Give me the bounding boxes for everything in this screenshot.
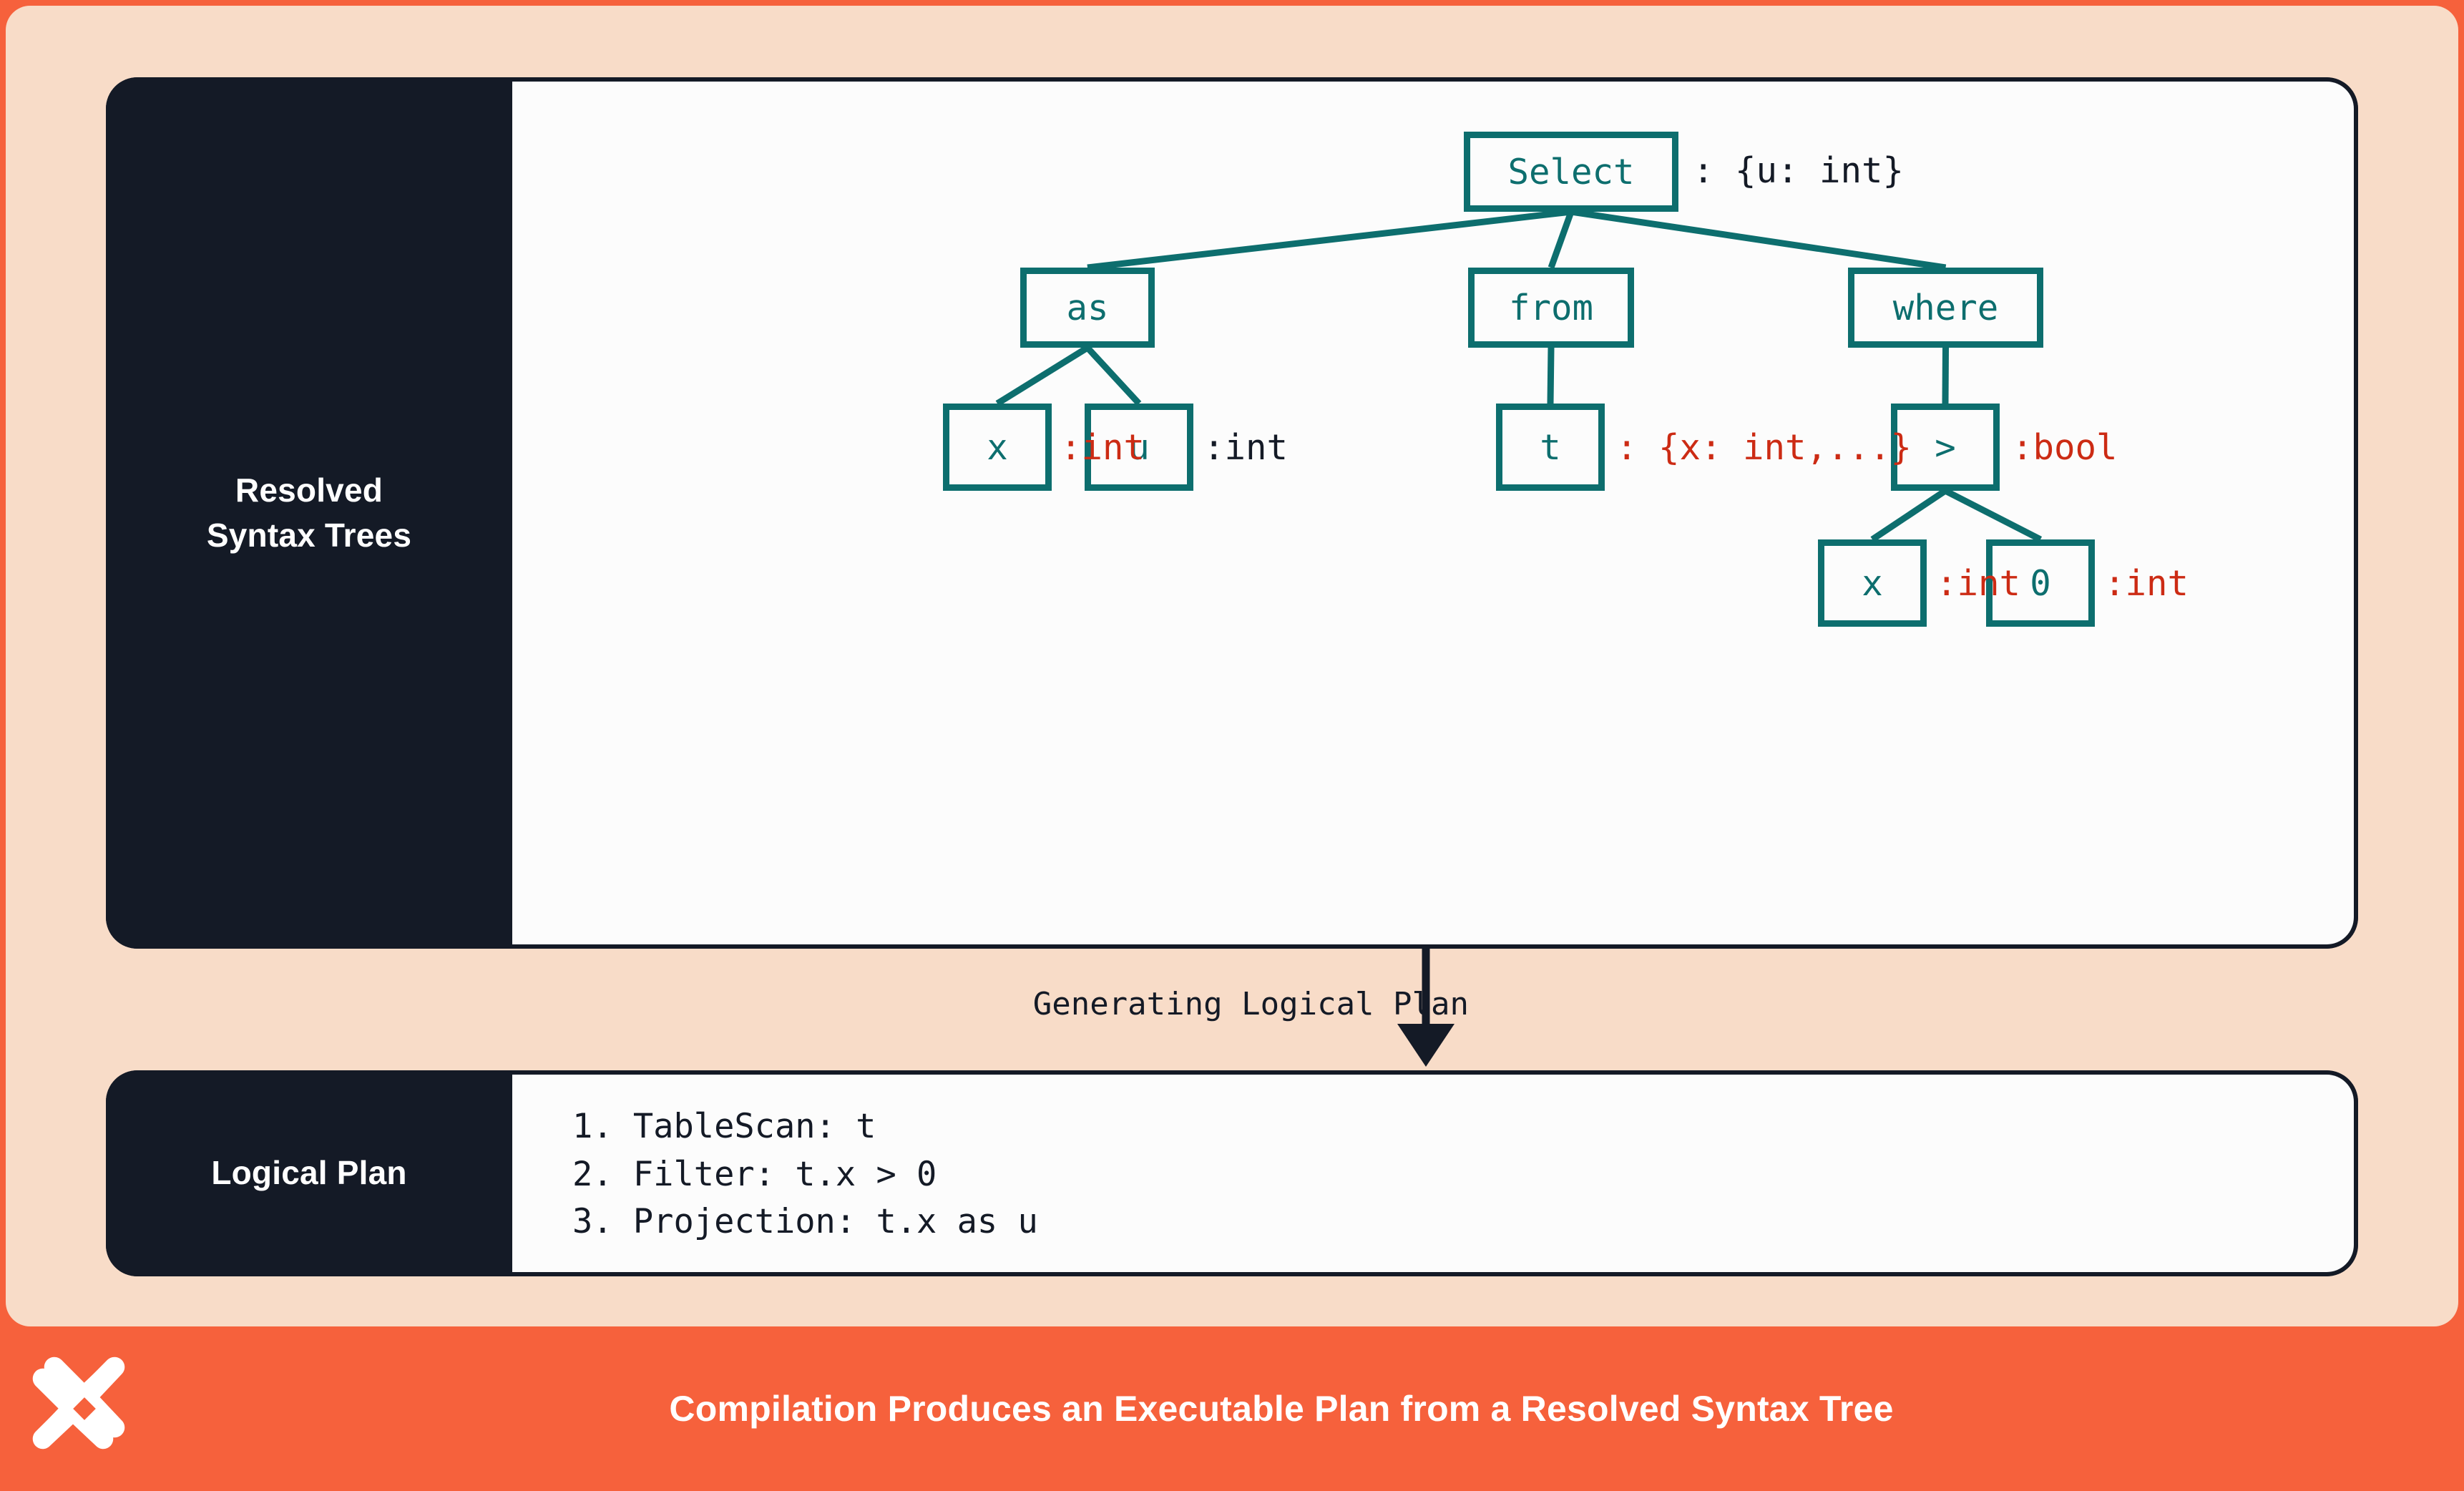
tree-edge-as-as-u [1085,345,1142,406]
tree-annotation-as-x-type: :int [1060,427,1145,468]
tree-node-gt-0: 0 [1986,539,2095,627]
tree-edge-gt-gt-0 [1943,487,2043,543]
panel-connector: Generating Logical Plan [106,949,2358,1070]
tree-annotation-select-type: : {u: int} [1693,150,1905,191]
tree-edge-from-from-t [1547,347,1555,404]
tree-node-as: as [1020,268,1155,348]
tree-annotation-from-t-type: : {x: int,...} [1616,427,1912,468]
tree-edge-select-as [1087,208,1572,271]
tree-edge-select-where [1570,208,1947,271]
tree-node-gt-x: x [1818,539,1927,627]
tree-node-select: Select [1464,132,1678,212]
footer-caption: Compilation Produces an Executable Plan … [669,1389,1894,1429]
rail-label-line-2: Syntax Trees [206,517,412,554]
tree-node-as-x: x [943,404,1052,491]
rail-label-line-1: Resolved [235,471,383,509]
tree-node-from: from [1468,268,1634,348]
logical-plan-panel: Logical Plan 1. TableScan: t 2. Filter: t… [106,1070,2358,1276]
tree-edge-select-from [1548,210,1575,269]
logical-plan-steps: 1. TableScan: t 2. Filter: t.x > 0 3. Proj… [512,1075,2354,1246]
tree-node-gt: > [1891,404,2000,491]
resolved-syntax-trees-panel: Resolved Syntax Trees Select as from where x… [106,77,2358,949]
tree-edges [995,208,2043,543]
tree-edge-where-gt [1942,347,1949,404]
tree-edge-as-as-x [995,345,1090,406]
footer-bar: Compilation Produces an Executable Plan … [0,1326,2464,1491]
tree-annotation-gt-type: :bool [2012,427,2118,468]
x-star-logo-icon [32,1356,125,1450]
tree-annotation-as-u-type: :int [1203,427,1289,468]
tree-node-from-t: t [1496,404,1605,491]
logical-plan-step-3: 3. Projection: t.x as u [572,1202,1038,1242]
logical-plan-step-2: 2. Filter: t.x > 0 [572,1154,937,1194]
logical-plan-body: 1. TableScan: t 2. Filter: t.x > 0 3. Proj… [512,1070,2358,1276]
logical-plan-step-1: 1. TableScan: t [572,1107,876,1146]
tree-node-where: where [1848,268,2043,348]
tree-annotation-gt-0-type: :int [2104,563,2189,604]
logical-plan-label: Logical Plan [106,1070,512,1276]
diagram-canvas: Resolved Syntax Trees Select as from where x… [6,6,2458,1326]
connector-arrow [1397,949,1455,1067]
connector-label: Generating Logical Plan [1032,986,1469,1022]
tree-node-as-u: u [1085,404,1193,491]
tree-annotation-gt-x-type: :int [1936,563,2021,604]
tree-edge-gt-gt-x [1870,488,1947,542]
resolved-syntax-trees-label: Resolved Syntax Trees [106,77,512,949]
